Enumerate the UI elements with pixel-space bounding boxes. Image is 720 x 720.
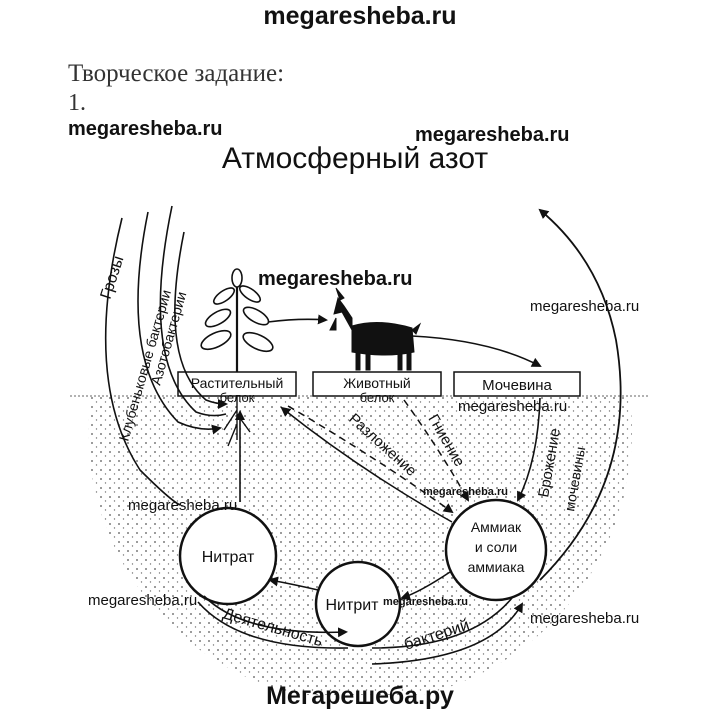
task-title: Творческое задание: xyxy=(68,60,285,87)
animal-protein-box: Животный белок xyxy=(312,371,442,405)
arrow-plant-to-animal xyxy=(267,314,328,325)
watermark-6: megaresheba.ru xyxy=(423,486,508,498)
plant-protein-label: Растительный xyxy=(191,375,284,391)
watermark-5: megaresheba.ru xyxy=(458,398,568,415)
watermark-1: megaresheba.ru xyxy=(68,118,223,140)
task-number: 1. xyxy=(68,90,86,116)
ammonia-node: Аммиак и соли аммиака xyxy=(444,498,548,602)
arrow-thunderstorm-path xyxy=(104,217,181,506)
soil-area xyxy=(88,395,632,695)
urea-box: Мочевина xyxy=(453,371,581,397)
arrow-animal-to-urea xyxy=(411,335,542,367)
arrow-nodule-path xyxy=(137,211,222,435)
watermark-2: megaresheba.ru xyxy=(415,124,570,146)
site-header: megaresheba.ru xyxy=(263,2,457,30)
animal-protein-label: Животный xyxy=(343,375,411,391)
arrow-fermentation xyxy=(517,397,541,502)
plant-icon xyxy=(200,268,274,447)
diagram-title: Атмосферный азот xyxy=(222,142,488,175)
watermark-7: megaresheba.ru xyxy=(128,497,238,514)
band-activity-inner xyxy=(203,595,348,638)
arrow-nitrite-to-nitrate xyxy=(268,576,319,591)
watermark-4: megaresheba.ru xyxy=(530,298,640,315)
arrow-rotting xyxy=(403,399,469,502)
band-bacteria-outer xyxy=(371,597,513,649)
nitrite-node: Нитрит xyxy=(314,560,402,648)
urea-label: Мочевина xyxy=(482,377,552,394)
band-bacteria-inner xyxy=(371,602,523,665)
animal-protein-label-2: белок xyxy=(360,390,395,405)
watermark-8: megaresheba.ru xyxy=(88,592,198,609)
nitrate-label: Нитрат xyxy=(202,549,255,566)
arrow-to-atmosphere xyxy=(538,208,622,581)
label-thunderstorms: Грозы xyxy=(98,254,128,301)
ammonia-label-1: Аммиак xyxy=(471,519,522,535)
arrow-ammonia-to-nitrite xyxy=(400,571,451,601)
ammonia-label-2: и соли xyxy=(475,539,517,555)
watermark-10: megaresheba.ru xyxy=(530,610,640,627)
watermark-9: megaresheba.ru xyxy=(383,596,468,608)
goat-icon xyxy=(329,287,422,371)
nitrate-node: Нитрат xyxy=(178,506,278,606)
arrow-azotobacter-path xyxy=(159,205,227,417)
ammonia-label-3: аммиака xyxy=(468,559,525,575)
band-activity-outer xyxy=(197,601,349,649)
arrow-decomposition xyxy=(287,405,454,514)
arrow-ammonia-to-plant xyxy=(280,406,453,523)
watermark-3: megaresheba.ru xyxy=(258,268,413,290)
site-footer: Мегарешеба.ру xyxy=(266,682,454,710)
arrow-azotobacter-inner xyxy=(174,231,228,409)
nitrite-label: Нитрит xyxy=(326,597,380,614)
